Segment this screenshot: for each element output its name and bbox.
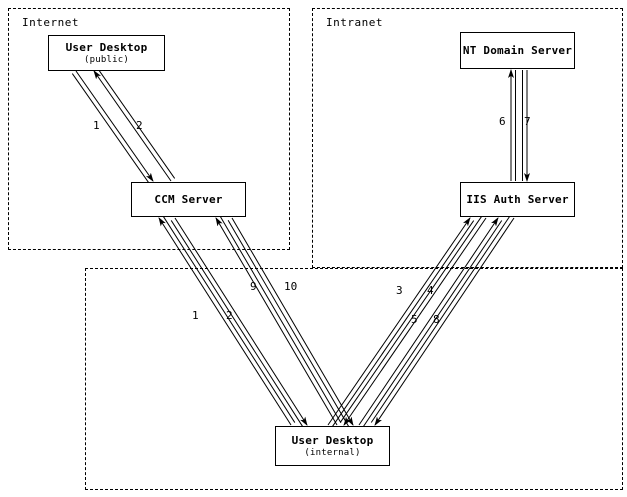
edge-ccm-to-desktop-internal-2-rail (170, 220, 304, 428)
intranet-zone (312, 8, 623, 268)
edge-desktop-internal-to-iis-3 (327, 217, 471, 426)
edge-ccm-to-desktop-internal-10 (231, 217, 354, 426)
nt-domain-server[interactable]: NT Domain Server (460, 32, 575, 69)
edge-ccm-to-desktop-public-1-rail (71, 73, 150, 184)
edge-iis-to-desktop-internal-4-rail (339, 215, 483, 423)
internal-zone (85, 268, 623, 490)
user-desktop-internal[interactable]: User Desktop(internal) (275, 426, 390, 466)
edge-label-2-internal: 2 (226, 309, 233, 322)
edge-desktop-internal-to-ccm-9-rail (219, 215, 342, 423)
edge-desktop-internal-to-iis-3-rail (331, 220, 475, 428)
edge-label-9: 9 (250, 280, 257, 293)
ccm-server-title: CCM Server (154, 192, 223, 206)
edge-desktop-internal-to-iis-5 (358, 217, 499, 426)
edge-label-1-public: 1 (93, 119, 100, 132)
edge-label-7: 7 (524, 115, 531, 128)
internet-zone (8, 8, 290, 250)
edge-desktop-public-to-ccm-2-rail (97, 68, 176, 179)
edge-group (71, 68, 530, 428)
edge-ccm-to-desktop-internal-10-rail (227, 220, 350, 428)
edge-label-1-internal: 1 (192, 309, 199, 322)
edge-iis-to-desktop-internal-8 (374, 217, 515, 426)
edge-desktop-internal-to-ccm-1 (158, 217, 292, 426)
user-desktop-public-title: User Desktop (65, 40, 148, 54)
edge-desktop-internal-to-ccm-1-rail (162, 215, 296, 423)
edge-label-3: 3 (396, 284, 403, 297)
intranet-zone-label: Intranet (326, 16, 383, 29)
edge-desktop-internal-to-iis-5-rail (362, 220, 503, 428)
edge-desktop-internal-to-ccm-9 (215, 217, 338, 426)
user-desktop-public[interactable]: User Desktop(public) (48, 35, 165, 71)
edge-ccm-to-desktop-public-1 (75, 70, 154, 182)
edge-label-6: 6 (499, 115, 506, 128)
edge-label-2-public: 2 (136, 119, 143, 132)
edge-label-8: 8 (433, 313, 440, 326)
user-desktop-internal-title: User Desktop (291, 433, 374, 447)
edge-desktop-public-to-ccm-2 (93, 70, 172, 182)
edge-label-4: 4 (427, 284, 434, 297)
iis-auth-server-title: IIS Auth Server (466, 192, 569, 206)
nt-domain-server-title: NT Domain Server (462, 43, 573, 57)
edge-ccm-to-desktop-internal-2 (174, 217, 308, 426)
internet-zone-label: Internet (22, 16, 79, 29)
edge-iis-to-desktop-internal-4 (343, 217, 487, 426)
ccm-server[interactable]: CCM Server (131, 182, 246, 217)
edge-label-5: 5 (411, 313, 418, 326)
user-desktop-public-subtitle: (public) (84, 54, 129, 65)
user-desktop-internal-subtitle: (internal) (304, 447, 361, 458)
edge-iis-to-desktop-internal-8-rail (370, 215, 511, 423)
edge-label-10: 10 (284, 280, 298, 293)
iis-auth-server[interactable]: IIS Auth Server (460, 182, 575, 217)
